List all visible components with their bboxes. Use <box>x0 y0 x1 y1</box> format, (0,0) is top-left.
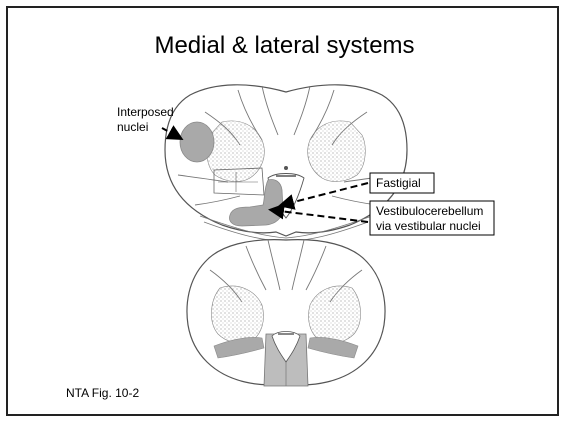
interposed-label-line1: Interposed <box>117 105 174 119</box>
interposed-label-line2: nuclei <box>117 120 148 134</box>
vestibulo-label-line2: via vestibular nuclei <box>376 219 481 233</box>
interposed-nuclei-region <box>180 122 214 162</box>
lower-cerebellum-section <box>187 240 385 386</box>
fastigial-label: Fastigial <box>376 176 421 190</box>
vestibulo-label-line1: Vestibulocerebellum <box>376 204 483 218</box>
figure-caption: NTA Fig. 10-2 <box>66 386 139 400</box>
